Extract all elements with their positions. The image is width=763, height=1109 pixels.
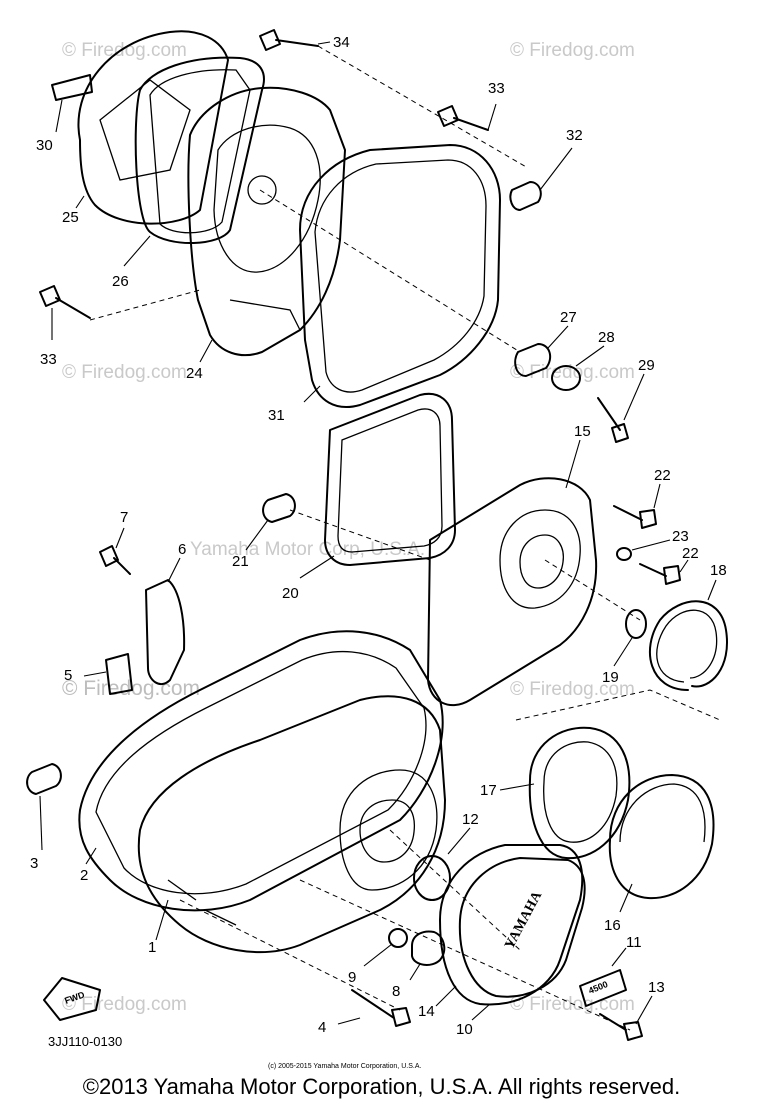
part-16-cap (608, 774, 715, 900)
callout-34: 34 (333, 34, 350, 51)
part-5-plate (105, 653, 133, 695)
upper-cover-assembly (39, 29, 629, 443)
diagram-code: 3JJ110-0130 (48, 1034, 122, 1049)
callout-29: 29 (638, 357, 655, 374)
watermark-center: Yamaha Motor Corp, U.S.A. (190, 539, 425, 560)
callout-33-left: 33 (40, 351, 57, 368)
callout-7: 7 (120, 509, 128, 526)
callout-12: 12 (462, 811, 479, 828)
callout-26: 26 (112, 273, 129, 290)
part-19-washer (625, 609, 647, 639)
callout-33-upper: 33 (488, 80, 505, 97)
part-25-outer-plate (77, 30, 229, 225)
part-22-bolt-lower (639, 563, 681, 585)
callout-13: 13 (648, 979, 665, 996)
callout-23: 23 (672, 528, 689, 545)
watermark-mid-right: © Firedog.com (510, 362, 635, 383)
part-30-label (51, 74, 93, 101)
part-6-bracket (145, 579, 186, 686)
callout-22-lower: 22 (682, 545, 699, 562)
leader-lines (39, 41, 717, 1025)
watermark-bottom-right: © Firedog.com (510, 994, 635, 1015)
part-24-clutch-cover (187, 86, 346, 357)
callout-31: 31 (268, 407, 285, 424)
part-33-bolt-upper (437, 105, 489, 131)
part-32-dowel (509, 181, 542, 211)
part-17-ring (528, 726, 631, 860)
part-22-bolt-upper (613, 505, 657, 529)
part-8-plug (411, 930, 446, 966)
callout-32: 32 (566, 127, 583, 144)
part-28-seal (551, 365, 581, 391)
part-11-plate (579, 969, 627, 1007)
part-callouts: 34 33 32 30 25 26 33 24 27 28 29 31 15 2… (30, 34, 727, 1038)
callout-5: 5 (64, 667, 72, 684)
part-2-gasket (78, 630, 444, 912)
callout-28: 28 (598, 329, 615, 346)
cover-logo-text: YAMAHA (502, 888, 545, 952)
callout-1: 1 (148, 939, 156, 956)
callout-22-upper: 22 (654, 467, 671, 484)
part-18-clip (648, 600, 728, 691)
part-23-oring (616, 547, 632, 561)
callout-2: 2 (80, 867, 88, 884)
middle-cover-assembly (99, 392, 728, 721)
callout-20: 20 (282, 585, 299, 602)
part-31-gasket (299, 144, 501, 408)
callout-15: 15 (574, 423, 591, 440)
callout-8: 8 (392, 983, 400, 1000)
callout-18: 18 (710, 562, 727, 579)
callout-21: 21 (232, 553, 249, 570)
part-12-oring (413, 855, 451, 901)
footer-copyright: ©2013 Yamaha Motor Corporation, U.S.A. A… (82, 1074, 681, 1099)
callout-10: 10 (456, 1021, 473, 1038)
part-7-bolt (99, 545, 131, 575)
callout-16: 16 (604, 917, 621, 934)
callout-11: 11 (626, 934, 642, 951)
watermark-lower-right: © Firedog.com (510, 679, 635, 700)
part-29-bolt (597, 397, 629, 443)
part-20-gasket (324, 392, 456, 566)
watermark-top-left: © Firedog.com (62, 40, 187, 61)
watermark-mid-left: © Firedog.com (62, 362, 187, 383)
small-copyright: (c) 2005-2015 Yamaha Motor Corporation, … (268, 1063, 421, 1070)
callout-6: 6 (178, 541, 186, 558)
callout-27: 27 (560, 309, 577, 326)
callout-24: 24 (186, 365, 203, 382)
callout-30: 30 (36, 137, 53, 154)
callout-17: 17 (480, 782, 497, 799)
fwd-arrow-icon (43, 977, 101, 1021)
part-9-oring (388, 928, 408, 948)
part-21-dowel (262, 493, 296, 523)
part-1-crankcase-cover (137, 695, 446, 954)
callout-25: 25 (62, 209, 79, 226)
part-14-cover-ring (439, 844, 584, 1006)
part-13-bolt (599, 1013, 643, 1041)
callout-4: 4 (318, 1019, 326, 1036)
watermark-layer: © Firedog.com © Firedog.com © Firedog.co… (62, 40, 635, 1015)
callout-19: 19 (602, 669, 619, 686)
part-3-dowel (26, 763, 62, 795)
part-34-bolt (259, 29, 319, 51)
part-15-cover (427, 477, 598, 707)
part-4-bolt (351, 989, 411, 1027)
callout-3: 3 (30, 855, 38, 872)
callout-14: 14 (418, 1003, 435, 1020)
part-27-dowel (514, 343, 552, 377)
part-26-gasket (134, 56, 265, 244)
callout-9: 9 (348, 969, 356, 986)
part-10-cover (458, 857, 586, 998)
part-33-bolt-left (39, 285, 91, 319)
watermark-top-right: © Firedog.com (510, 40, 635, 61)
